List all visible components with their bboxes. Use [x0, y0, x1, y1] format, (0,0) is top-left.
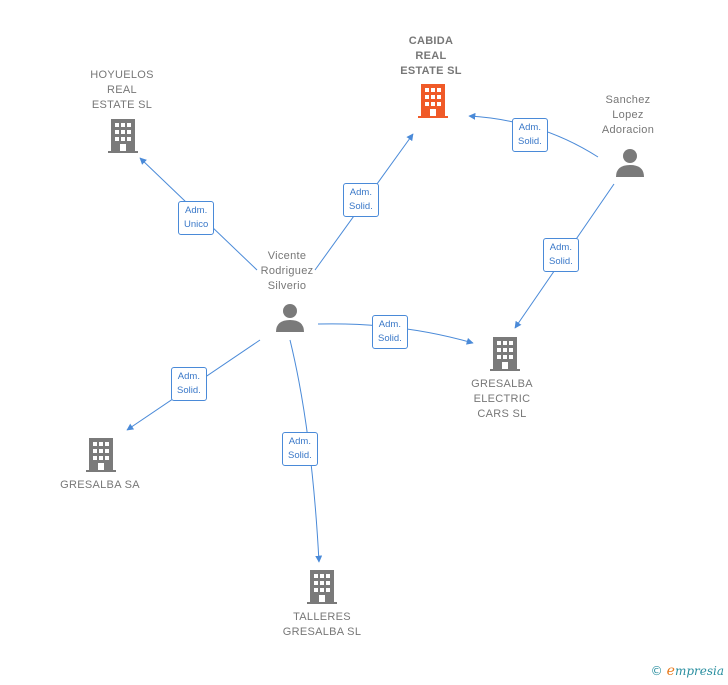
vicente-label[interactable]: Vicente Rodriguez Silverio [260, 250, 314, 292]
building-icon[interactable] [490, 337, 520, 371]
building-icon[interactable] [418, 84, 448, 118]
empresia-logo-initial: e [666, 663, 675, 679]
edge-label-vicente-hoyuelos[interactable]: Adm. Unico [178, 201, 215, 235]
person-icon[interactable] [615, 148, 645, 178]
edge-label-vicente-gresalba-sa[interactable]: Adm. Solid. [171, 367, 207, 401]
empresia-footer[interactable]: ©empresia [651, 663, 724, 679]
edge-label-vicente-cabida[interactable]: Adm. Solid. [343, 183, 379, 217]
building-icon[interactable] [108, 119, 138, 153]
edge-label-sanchez-electric[interactable]: Adm. Solid. [543, 238, 579, 272]
edge-label-sanchez-cabida[interactable]: Adm. Solid. [512, 118, 548, 152]
person-icon[interactable] [275, 303, 305, 333]
talleres-label[interactable]: TALLERES GRESALBA SL [282, 611, 362, 638]
building-icon[interactable] [86, 438, 116, 472]
building-icon[interactable] [307, 570, 337, 604]
empresia-logo-text: mpresia [674, 664, 724, 678]
cabida-label[interactable]: CABIDA REAL ESTATE SL [400, 35, 462, 77]
edge-label-vicente-talleres[interactable]: Adm. Solid. [282, 432, 318, 466]
sanchez-label[interactable]: Sanchez Lopez Adoracion [601, 94, 655, 136]
edge-label-vicente-electric[interactable]: Adm. Solid. [372, 315, 408, 349]
hoyuelos-label[interactable]: HOYUELOS REAL ESTATE SL [90, 69, 154, 111]
copyright-icon: © [650, 664, 663, 678]
gresalba-electric-label[interactable]: GRESALBA ELECTRIC CARS SL [471, 378, 533, 420]
gresalba-sa-label[interactable]: GRESALBA SA [60, 479, 140, 491]
